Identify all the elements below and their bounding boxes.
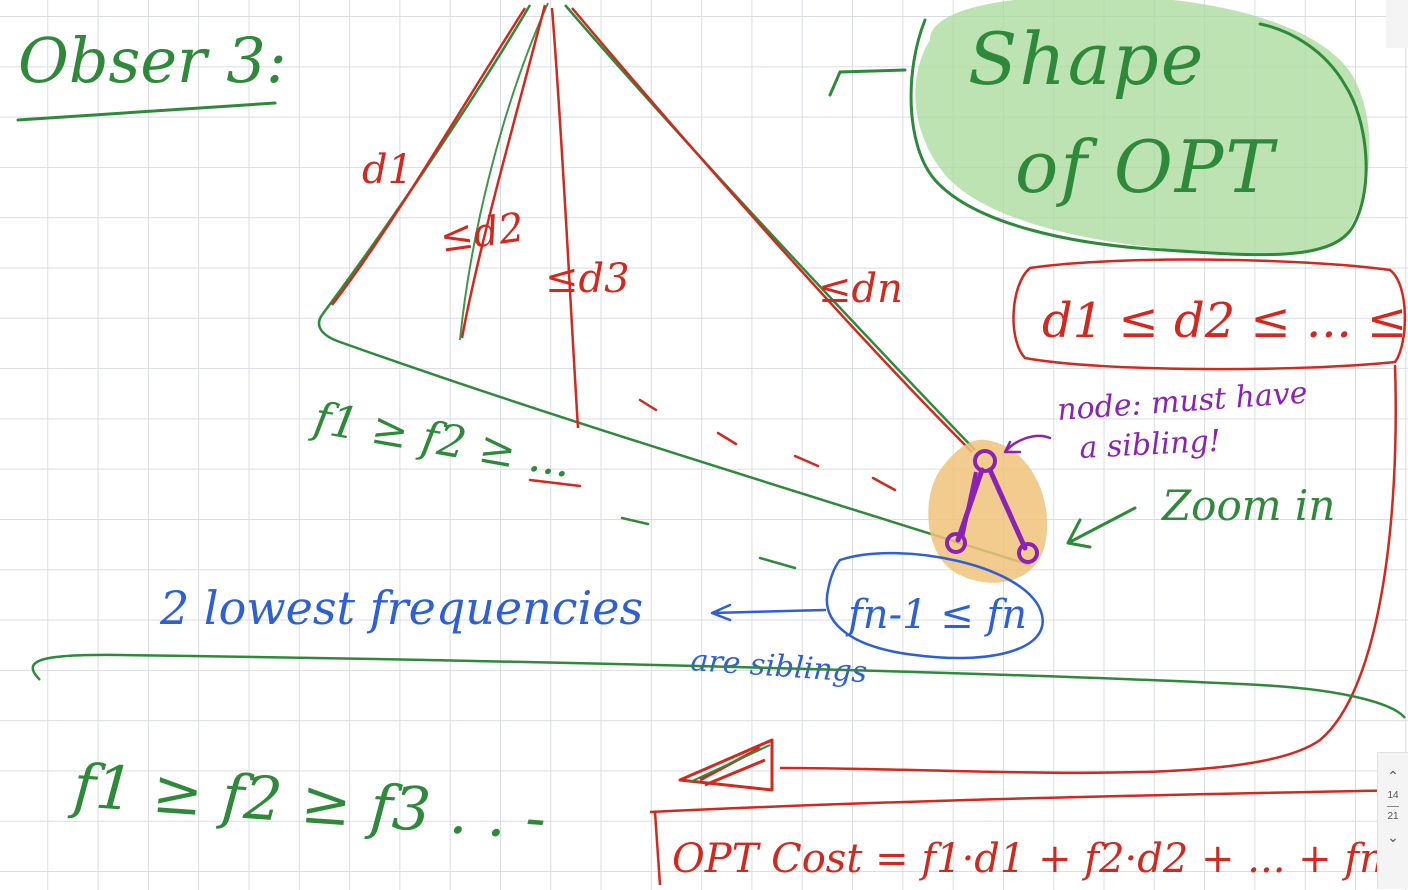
sibling-leaves: node: must have a sibling! [928,376,1309,583]
scroll-edge-top [1386,0,1408,48]
depth-inequality-text: d1 ≤ d2 ≤ ... ≤ dn [1042,293,1408,349]
depth-d3-label: ≤d3 [545,256,630,302]
opt-cost-text: OPT Cost = f1·d1 + f2·d2 + ... + fn dn [672,836,1408,882]
depth-inequality-box: d1 ≤ d2 ≤ ... ≤ dn [678,258,1408,792]
current-page-number: 14 [1387,790,1399,801]
zoom-in-label: Zoom in [1160,481,1335,530]
zoom-in-annotation: Zoom in [1066,481,1335,549]
sibling-frequencies-text: fn-1 ≤ fn [845,592,1027,638]
depth-d2-label: ≤d2 [437,205,527,262]
section-divider [31,653,1406,719]
shape-of-opt-bubble: Shape of OPT [828,0,1370,257]
chevron-up-icon[interactable]: ⌃ [1387,768,1399,784]
sibling-note-line1: node: must have [1056,376,1308,428]
sibling-note-line2: a sibling! [1079,424,1222,466]
observation-heading-text: Obser 3: [18,24,287,97]
tree-frequency-text: f1 ≥ f2 ≥ ... [307,392,575,488]
depth-dn-label: ≤dn [818,266,903,312]
lowest-frequencies-annotation: fn-1 ≤ fn 2 lowest frequencies are sibli… [159,551,1044,690]
total-pages-number: 21 [1387,811,1399,822]
page-separator [1387,806,1399,807]
frequency-inequality: f1 ≥ f2 ≥ f3 . . - [67,751,548,854]
tree-frequency-order: f1 ≥ f2 ≥ ... [307,392,797,570]
depth-d1-label: d1 [362,147,413,193]
opt-tree-depths: d1 ≤d2 ≤d3 ≤dn [331,4,973,492]
observation-heading: Obser 3: [16,24,287,122]
shape-title-line2: of OPT [1015,125,1278,209]
frequency-inequality-text: f1 ≥ f2 ≥ f3 . . - [67,751,548,854]
opt-cost-box: OPT Cost = f1·d1 + f2·d2 + ... + fn dn [649,788,1408,886]
lowest-frequencies-label: 2 lowest frequencies [159,581,643,635]
shape-title-line1: Shape [968,17,1205,101]
opt-tree-outline [317,2,1031,567]
page-indicator: ⌃ 14 21 ⌄ [1377,752,1408,889]
chevron-down-icon[interactable]: ⌄ [1387,829,1399,845]
